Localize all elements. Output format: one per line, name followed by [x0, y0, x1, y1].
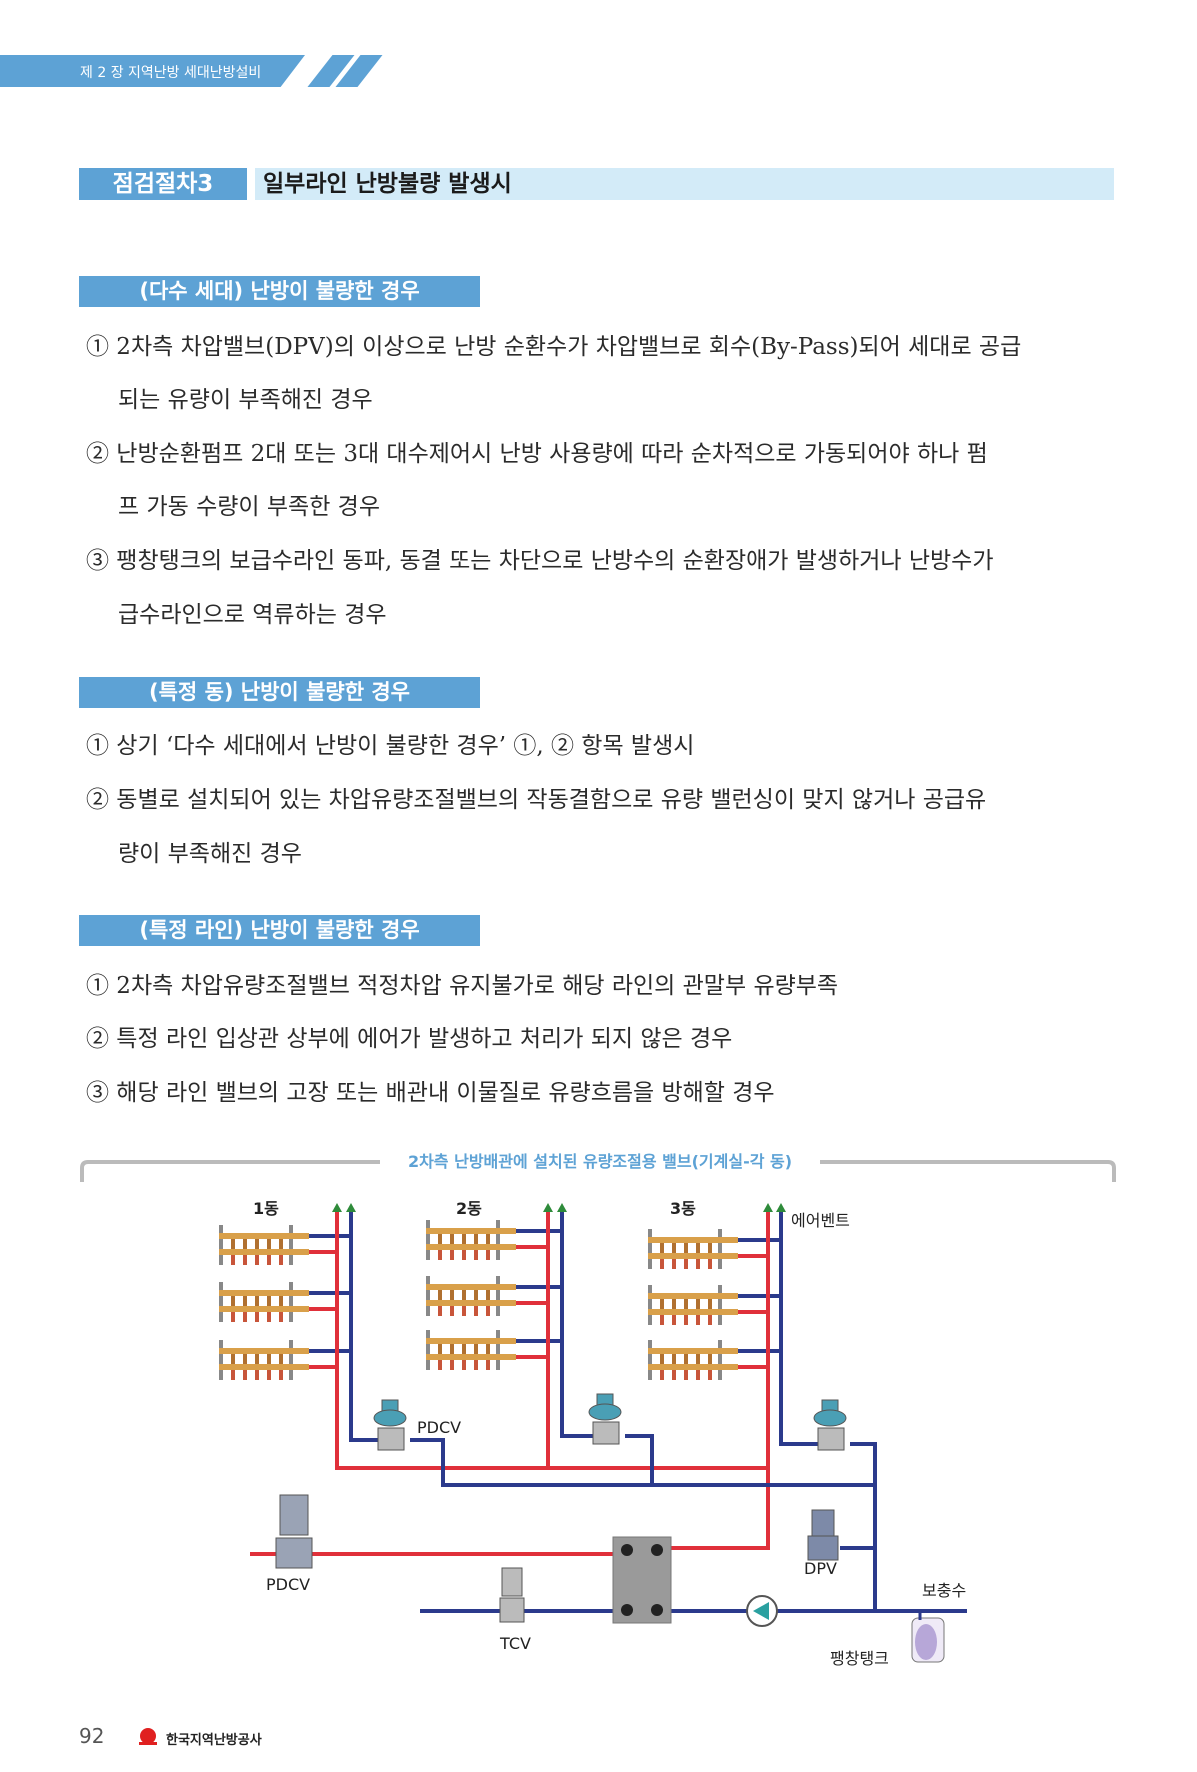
manifold-icon: [426, 1276, 562, 1316]
dpv-label: DPV: [804, 1559, 837, 1578]
expansion-tank-label: 팽창탱크: [830, 1649, 889, 1668]
manifold-icon: [219, 1340, 351, 1380]
list-item: ② 동별로 설치되어 있는 차압유량조절밸브의 작동결함으로 유량 밸런싱이 맞…: [86, 787, 987, 813]
air-vent-label: 에어벤트: [791, 1211, 850, 1230]
list-item: ③ 해당 라인 밸브의 고장 또는 배관내 이물질로 유량흐름을 방해할 경우: [86, 1080, 775, 1106]
list-item: ① 2차측 차압밸브(DPV)의 이상으로 난방 순환수가 차압밸브로 회수(B…: [86, 334, 1022, 360]
heat-exchanger-icon: [612, 1536, 672, 1624]
list-item: ② 특정 라인 입상관 상부에 에어가 발생하고 처리가 되지 않은 경우: [86, 1026, 733, 1052]
list-item-cont: 프 가동 수량이 부족한 경우: [118, 494, 381, 520]
manifold-icon: [648, 1340, 781, 1380]
manifold-icon: [219, 1225, 351, 1265]
pdcv-valve-icons: [373, 1393, 847, 1451]
list-item-cont: 량이 부족해진 경우: [118, 841, 302, 867]
manifold-icon: [219, 1282, 351, 1322]
manifold-icon: [648, 1285, 781, 1325]
chapter-band: [0, 55, 305, 87]
building-label: 2동: [456, 1199, 482, 1218]
step-title: 일부라인 난방불량 발생시: [255, 168, 1114, 200]
tcv-icon: [499, 1567, 525, 1623]
primary-pdcv-icon: [275, 1494, 313, 1569]
pump-icon: [746, 1595, 778, 1627]
list-item: ① 2차측 차압유량조절밸브 적정차압 유지불가로 해당 라인의 관말부 유량부…: [86, 973, 839, 999]
list-item: ③ 팽창탱크의 보급수라인 동파, 동결 또는 차단으로 난방수의 순환장애가 …: [86, 548, 994, 574]
building-label: 3동: [670, 1199, 696, 1218]
diagram-caption: 2차측 난방배관에 설치된 유량조절용 밸브(기계실-각 동): [380, 1148, 820, 1172]
makeup-water-label: 보충수: [922, 1581, 966, 1600]
manifold-icon: [426, 1220, 562, 1260]
manifold-icon: [648, 1229, 781, 1269]
list-item: ① 상기 ‘다수 세대에서 난방이 불량한 경우’ ①, ② 항목 발생시: [86, 733, 695, 759]
manifold-icon: [426, 1330, 562, 1370]
list-item: ② 난방순환펌프 2대 또는 3대 대수제어시 난방 사용량에 따라 순차적으로…: [86, 441, 988, 467]
pdcv-label: PDCV: [417, 1418, 461, 1437]
org-name: 한국지역난방공사: [166, 1733, 262, 1748]
list-item-cont: 급수라인으로 역류하는 경우: [118, 602, 387, 628]
expansion-tank-icon: [911, 1611, 945, 1663]
list-item-cont: 되는 유량이 부족해진 경우: [118, 387, 373, 413]
manifolds: [219, 1220, 781, 1380]
chapter-title: 제 2 장 지역난방 세대난방설비: [80, 65, 262, 81]
air-vent-icons: [332, 1203, 786, 1212]
step-label: 점검절차3: [79, 168, 247, 200]
building-label: 1동: [253, 1199, 279, 1218]
section-heading: (다수 세대) 난방이 불량한 경우: [79, 276, 480, 307]
section-heading: (특정 라인) 난방이 불량한 경우: [79, 915, 480, 946]
primary-pdcv-label: PDCV: [266, 1575, 310, 1594]
org-logo-icon: [139, 1728, 157, 1745]
dpv-icon: [807, 1509, 839, 1561]
page-number: 92: [79, 1724, 105, 1748]
section-heading: (특정 동) 난방이 불량한 경우: [79, 677, 480, 708]
pipes: [250, 1212, 967, 1613]
tcv-label: TCV: [499, 1634, 531, 1653]
